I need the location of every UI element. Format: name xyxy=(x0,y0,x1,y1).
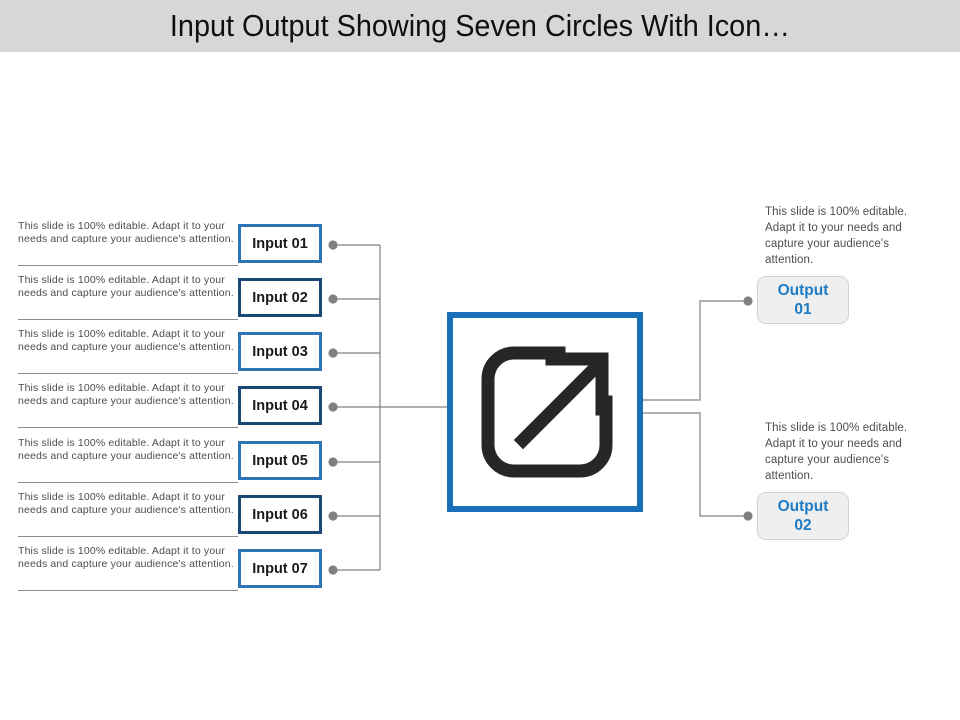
input-description: This slide is 100% editable. Adapt it to… xyxy=(18,328,234,354)
center-icon-frame[interactable] xyxy=(447,312,643,512)
output-group-01[interactable]: This slide is 100% editable. Adapt it to… xyxy=(757,204,945,326)
input-description: This slide is 100% editable. Adapt it to… xyxy=(18,274,234,300)
input-box-01[interactable]: Input 01 xyxy=(238,224,322,263)
input-underline xyxy=(18,319,238,320)
input-description: This slide is 100% editable. Adapt it to… xyxy=(18,491,234,517)
input-description: This slide is 100% editable. Adapt it to… xyxy=(18,220,234,246)
input-row[interactable]: This slide is 100% editable. Adapt it to… xyxy=(16,382,326,432)
input-box-02[interactable]: Input 02 xyxy=(238,278,322,317)
input-box-04[interactable]: Input 04 xyxy=(238,386,322,425)
input-description: This slide is 100% editable. Adapt it to… xyxy=(18,437,234,463)
input-row[interactable]: This slide is 100% editable. Adapt it to… xyxy=(16,545,326,595)
output-description: This slide is 100% editable. Adapt it to… xyxy=(765,206,908,266)
output-box-02[interactable]: Output 02 xyxy=(757,492,849,540)
input-label: Input 04 xyxy=(252,397,308,414)
input-box-07[interactable]: Input 07 xyxy=(238,549,322,588)
input-box-03[interactable]: Input 03 xyxy=(238,332,322,371)
connector-wires xyxy=(328,240,753,575)
input-label: Input 02 xyxy=(252,289,308,306)
output-group-02[interactable]: This slide is 100% editable. Adapt it to… xyxy=(757,420,945,542)
output-box-01[interactable]: Output 01 xyxy=(757,276,849,324)
input-row[interactable]: This slide is 100% editable. Adapt it to… xyxy=(16,491,326,541)
input-label: Input 06 xyxy=(252,506,308,523)
external-link-icon xyxy=(481,346,613,478)
input-underline xyxy=(18,536,238,537)
input-underline xyxy=(18,373,238,374)
input-row[interactable]: This slide is 100% editable. Adapt it to… xyxy=(16,220,326,270)
input-label: Input 07 xyxy=(252,560,308,577)
input-underline xyxy=(18,482,238,483)
input-box-05[interactable]: Input 05 xyxy=(238,441,322,480)
input-row[interactable]: This slide is 100% editable. Adapt it to… xyxy=(16,274,326,324)
input-label: Input 05 xyxy=(252,452,308,469)
page-title: Input Output Showing Seven Circles With … xyxy=(169,8,791,43)
input-row[interactable]: This slide is 100% editable. Adapt it to… xyxy=(16,437,326,487)
input-label: Input 03 xyxy=(252,343,308,360)
input-label: Input 01 xyxy=(252,235,308,252)
output-label: Output 02 xyxy=(777,498,829,534)
input-underline xyxy=(18,590,238,591)
diagram-stage: This slide is 100% editable. Adapt it to… xyxy=(0,52,960,720)
title-banner: Input Output Showing Seven Circles With … xyxy=(0,0,960,52)
input-underline xyxy=(18,427,238,428)
input-underline xyxy=(18,265,238,266)
input-description: This slide is 100% editable. Adapt it to… xyxy=(18,382,234,408)
output-description: This slide is 100% editable. Adapt it to… xyxy=(765,422,908,482)
output-label: Output 01 xyxy=(777,282,829,318)
input-description: This slide is 100% editable. Adapt it to… xyxy=(18,545,234,571)
input-row[interactable]: This slide is 100% editable. Adapt it to… xyxy=(16,328,326,378)
input-box-06[interactable]: Input 06 xyxy=(238,495,322,534)
